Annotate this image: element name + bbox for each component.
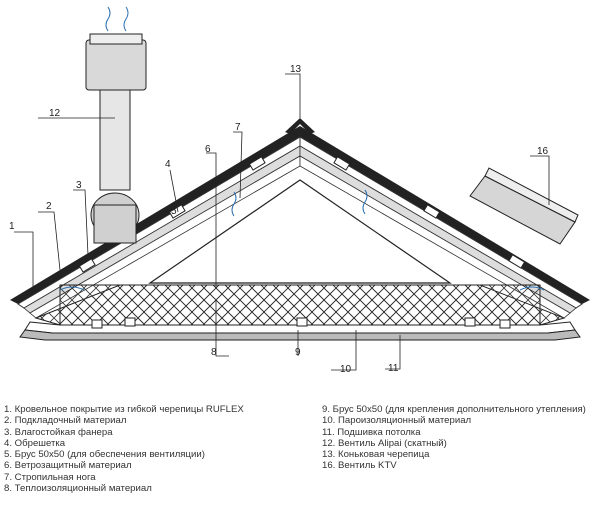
- callout-3: 3: [76, 180, 82, 191]
- battens: [78, 156, 526, 273]
- legend-item: 9. Брус 50х50 (для крепления дополнитель…: [322, 404, 586, 415]
- legend-item: 16. Вентиль KTV: [322, 460, 397, 472]
- callout-11: 11: [388, 363, 399, 374]
- ridge-tile: [285, 118, 315, 134]
- callout-16: 16: [537, 146, 549, 157]
- callout-8: 8: [211, 347, 217, 358]
- callout-12: 12: [49, 108, 61, 119]
- legend-item: 8. Теплоизоляционный материал: [4, 483, 152, 495]
- callout-13: 13: [290, 64, 302, 75]
- ktv-vent: [469, 167, 579, 245]
- alipai-vent: [85, 33, 147, 244]
- legend-item: 6. Ветрозащитный материал: [4, 460, 132, 472]
- callout-4: 4: [165, 159, 171, 170]
- insulation-layer: [34, 284, 566, 326]
- lower-bars: [91, 317, 511, 329]
- callout-2: 2: [46, 201, 52, 212]
- airflow-lines: [59, 6, 545, 291]
- legend-right: 9. Брус 50х50 (для крепления дополнитель…: [322, 404, 586, 472]
- leader-lines: [14, 73, 550, 371]
- legend-item: 2. Подкладочный материал: [4, 415, 127, 427]
- legend-item: 3. Влагостойкая фанера: [4, 426, 113, 438]
- legend-left: 1. Кровельное покрытие из гибкой черепиц…: [4, 404, 244, 494]
- rafter-triangle: [148, 179, 452, 284]
- callout-6: 6: [205, 144, 211, 155]
- legend-item: 12. Вентиль Alipai (скатный): [322, 437, 447, 449]
- callout-10: 10: [340, 364, 352, 375]
- legend-item: 13. Коньковая черепица: [322, 449, 430, 461]
- legend-item: 11. Подшивка потолка: [322, 426, 421, 438]
- legend-item: 10. Пароизоляционный материал: [322, 415, 472, 427]
- legend-item: 7. Стропильная нога: [4, 471, 96, 483]
- callout-1: 1: [9, 221, 15, 232]
- callout-7: 7: [235, 122, 241, 133]
- legend-item: 5. Брус 50х50 (для обеспечения вентиляци…: [4, 449, 205, 461]
- callout-9: 9: [295, 347, 301, 358]
- roof-cross-section-diagram: 1 2 3 4 5 6 7 8 9 10 11 12 13 16: [9, 6, 590, 375]
- callout-5: 5: [171, 206, 177, 217]
- ceiling-layers: [19, 321, 581, 341]
- legend-item: 4. Обрешетка: [4, 437, 66, 449]
- legend-item: 1. Кровельное покрытие из гибкой черепиц…: [4, 404, 244, 415]
